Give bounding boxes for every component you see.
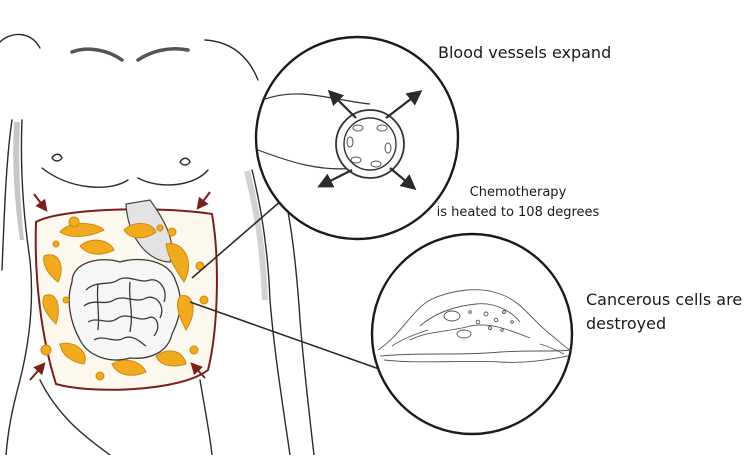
torso-figure bbox=[0, 33, 315, 456]
arrow-outward-icon bbox=[317, 89, 423, 190]
blood-vessel-callout bbox=[254, 35, 460, 241]
label-blood-vessels: Blood vessels expand bbox=[438, 43, 611, 62]
label-cancer-line2: destroyed bbox=[586, 314, 666, 333]
side-shading-left bbox=[13, 122, 24, 240]
vessel-lumen-cells bbox=[346, 124, 392, 168]
cancer-cell-callout bbox=[370, 232, 574, 436]
torso-left-edge bbox=[5, 119, 33, 456]
chemo-fluid bbox=[40, 216, 209, 381]
nipple-left bbox=[51, 153, 63, 162]
vessel-wall-top bbox=[261, 93, 371, 105]
left-arm-edge bbox=[1, 119, 13, 271]
cancer-cell-drawing bbox=[377, 289, 573, 363]
torso-right-edge bbox=[251, 169, 291, 456]
hip-line-right bbox=[199, 379, 213, 456]
abdominal-cavity bbox=[29, 191, 218, 391]
label-cancer-line1: Cancerous cells are bbox=[586, 290, 742, 309]
left-shoulder bbox=[0, 33, 41, 49]
pec-right bbox=[137, 169, 209, 186]
label-chemo-line2: is heated to 108 degrees bbox=[437, 205, 600, 220]
hip-line-left bbox=[39, 379, 111, 456]
label-chemo-line1: Chemotherapy bbox=[470, 185, 567, 200]
collarbone-right bbox=[136, 47, 190, 62]
connector-lines bbox=[189, 199, 383, 371]
pec-left bbox=[41, 167, 129, 188]
side-shading-right bbox=[244, 170, 268, 300]
collarbone-left bbox=[70, 47, 124, 62]
nipple-right bbox=[179, 157, 191, 166]
vessel-wall-bottom bbox=[257, 149, 357, 170]
right-shoulder bbox=[204, 39, 259, 81]
arrow-inward-icon bbox=[29, 191, 211, 381]
cell-circle bbox=[370, 232, 574, 436]
intestines bbox=[68, 258, 182, 361]
